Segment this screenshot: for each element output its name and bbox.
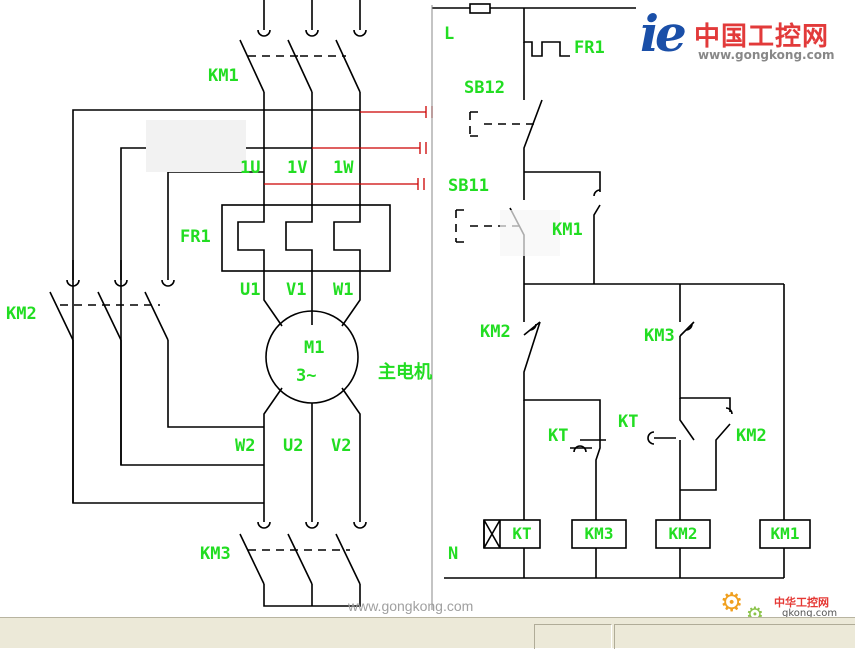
km1-main-label: KM1 [208, 66, 239, 86]
fr1-main-label: FR1 [180, 227, 211, 247]
logo2-title: 中华工控网 [774, 596, 829, 609]
blur-patch [146, 120, 246, 172]
km2-main-label: KM2 [6, 304, 37, 324]
sb12-button [469, 75, 543, 172]
v2-label: V2 [331, 436, 352, 456]
fr1-ctrl-label: FR1 [574, 38, 605, 58]
motor-feed [263, 271, 361, 503]
l-rail [432, 3, 636, 14]
logo-url: www.gongkong.com [698, 48, 835, 62]
motor-name: M1 [304, 338, 325, 358]
fr1-control-contact [523, 8, 570, 75]
gongkong-logo: ie 中国工控网 www.gongkong.com [640, 4, 852, 66]
v1-label: V1 [286, 280, 307, 300]
sb11-button [455, 171, 784, 285]
sb11-label: SB11 [448, 176, 489, 196]
km3-main-label: KM3 [200, 544, 231, 564]
n-label: N [448, 544, 459, 564]
fr1-overload [221, 204, 391, 272]
u1-label: U1 [240, 280, 261, 300]
coil-kt-label: KT [512, 524, 532, 543]
km2-main-contacts [49, 172, 264, 503]
gear-icon: ⚙ [720, 588, 744, 618]
status-bar [0, 617, 855, 649]
motor-type: 3~ [296, 366, 317, 386]
n-rail [431, 5, 784, 610]
logo-mark: ie [640, 4, 687, 63]
logo-text: 中国工控网 [694, 22, 830, 52]
km2-ctrl-label: KM2 [480, 322, 511, 342]
km3-aux-branch [679, 284, 733, 578]
kt-left-label: KT [548, 426, 569, 446]
coil-km3-label: KM3 [584, 524, 614, 543]
km2-ctrl2-label: KM2 [736, 426, 767, 446]
w1-top-label: 1W [333, 158, 354, 178]
u1-top-label: 1U [240, 158, 261, 178]
w1-label: W1 [333, 280, 354, 300]
logo2-url: gkong.com [782, 608, 838, 619]
kt-contacts [570, 428, 681, 578]
km3-ctrl-label: KM3 [644, 326, 675, 346]
kt-right-label: KT [618, 412, 639, 432]
coil-km1-label: KM1 [770, 524, 800, 543]
v1-top-label: 1V [287, 158, 308, 178]
u2-label: U2 [283, 436, 304, 456]
watermark: www.gongkong.com [348, 598, 474, 614]
km1-ctrl-label: KM1 [552, 220, 583, 240]
coils [483, 519, 811, 549]
km1-main-contacts [239, 39, 361, 205]
status-cell [534, 624, 612, 649]
km2-aux-branch [523, 284, 601, 578]
blur-patch [500, 210, 560, 256]
status-cell [614, 624, 855, 649]
sb12-label: SB12 [464, 78, 505, 98]
l-label: L [444, 24, 455, 44]
incoming-phases [257, 0, 367, 37]
w2-label: W2 [235, 436, 256, 456]
coil-km2-label: KM2 [668, 524, 698, 543]
motor-caption: 主电机 [378, 362, 432, 383]
km3-main-contacts [239, 503, 367, 607]
